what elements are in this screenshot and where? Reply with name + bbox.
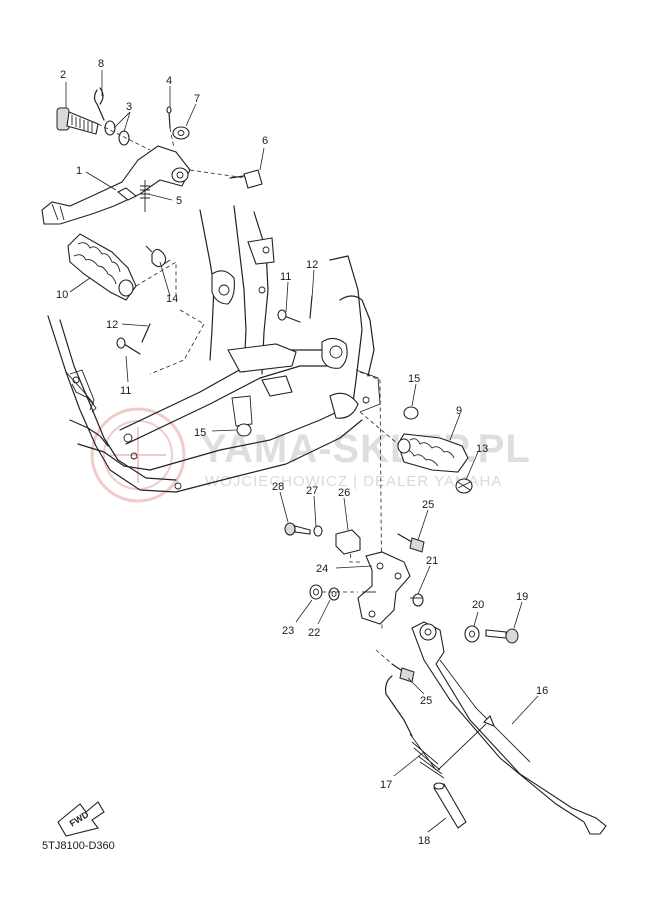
callout-19: 19: [516, 591, 528, 603]
callout-3: 3: [126, 101, 132, 113]
callout-20: 20: [472, 599, 484, 611]
bolt-25-lower: [391, 663, 415, 683]
callout-24: 24: [316, 563, 328, 575]
pedal-spring-part: [140, 180, 150, 212]
callout-13: 13: [476, 443, 488, 455]
bolt-part: [229, 169, 263, 189]
callout-15-lower: 15: [194, 427, 206, 439]
callout-26: 26: [338, 487, 350, 499]
watermark: YAMA-SKLEP.PL WOJCIECHOWICZ | DEALER YAM…: [90, 407, 531, 503]
pin-12-upper: [309, 295, 313, 319]
washer-15-upper: [403, 406, 419, 420]
left-footrest-assembly: [67, 233, 177, 301]
sidestand-assembly: [385, 621, 607, 835]
callout-12-upper: 12: [306, 259, 318, 271]
callout-25-lower: 25: [420, 695, 432, 707]
stand-spring-part: [385, 675, 487, 779]
bolt-25-upper: [397, 533, 425, 553]
pin-part: [168, 111, 171, 129]
callout-11-lower: 11: [120, 385, 131, 397]
bolt-11-upper: [277, 309, 301, 323]
bolt-11-lower: [116, 337, 141, 355]
callout-15-upper: 15: [408, 373, 420, 385]
watermark-tagline: WOJCIECHOWICZ | DEALER YAMAHA: [205, 473, 502, 490]
callout-8: 8: [98, 58, 104, 70]
fwd-arrow-icon: FWD: [57, 801, 105, 837]
cotter-pin-part: [93, 87, 105, 121]
nut-23-part: [309, 584, 323, 600]
pivot-bolt-part: [56, 107, 99, 135]
pin-18-part: [433, 782, 467, 829]
brake-pedal-assembly: [41, 87, 263, 225]
bracket-26-part: [335, 529, 361, 555]
bolt-19-part: [485, 628, 519, 644]
sidestand-bracket-assembly: [284, 522, 519, 683]
callout-14: 14: [166, 293, 178, 305]
callout-23: 23: [282, 625, 294, 637]
callout-17: 17: [380, 779, 392, 791]
callout-4: 4: [166, 75, 172, 87]
collar-21-part: [410, 593, 424, 607]
collar-27-part: [313, 525, 323, 537]
callout-21: 21: [426, 555, 438, 567]
watermark-brand: YAMA-SKLEP.PL: [200, 427, 531, 471]
washer-20-part: [464, 625, 480, 643]
part-callouts: 2 8 3 4 7 6 1 5 10 14 11 12 12 11 15 9 1…: [56, 58, 548, 847]
callout-27: 27: [306, 485, 318, 497]
right-footrest-assembly: [359, 406, 473, 494]
pin-12-lower: [141, 323, 151, 343]
sidestand-part: [411, 621, 607, 835]
washer-15-lower: [236, 423, 252, 437]
callout-7: 7: [194, 93, 200, 105]
leader-lines: [65, 70, 539, 833]
callout-5: 5: [176, 195, 182, 207]
washer-22-part: [328, 587, 340, 601]
callout-2: 2: [60, 69, 66, 81]
callout-6: 6: [262, 135, 268, 147]
diagram-code: 5TJ8100-D360: [42, 840, 115, 852]
frame-outline: [47, 205, 383, 631]
right-footrest-part: [397, 433, 469, 473]
callout-9: 9: [456, 405, 462, 417]
nut-part: [172, 126, 190, 140]
callout-10: 10: [56, 289, 68, 301]
footrest-spring-right-part: [455, 478, 473, 494]
callout-11-upper: 11: [280, 271, 291, 283]
callout-28: 28: [272, 481, 284, 493]
footrest-spring-part: [145, 245, 171, 268]
callout-1: 1: [76, 165, 82, 177]
brake-pedal-part: [41, 145, 191, 225]
callout-12-lower: 12: [106, 319, 118, 331]
stand-bracket-plate-24: [357, 551, 411, 625]
callout-25-upper: 25: [422, 499, 434, 511]
bolt-28-part: [284, 522, 311, 536]
callout-18: 18: [418, 835, 430, 847]
callout-22: 22: [308, 627, 320, 639]
washer-part: [118, 130, 130, 146]
callout-16: 16: [536, 685, 548, 697]
